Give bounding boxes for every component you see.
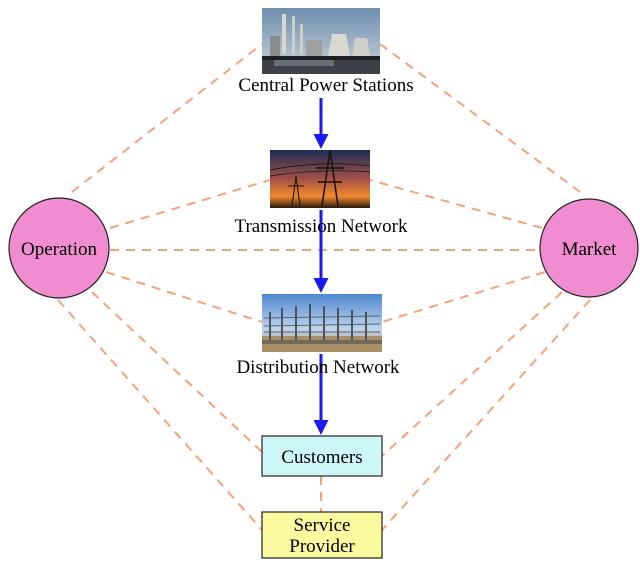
distribution-network-image xyxy=(262,294,382,352)
distribution-network-label: Distribution Network xyxy=(236,357,400,378)
market-node: Market xyxy=(539,198,639,298)
link-market-transmission xyxy=(369,179,543,229)
service-provider-label-line1: Service xyxy=(294,515,351,536)
link-operation-distribution xyxy=(105,271,263,323)
operation-label: Operation xyxy=(21,239,97,260)
service-provider-node: Service Provider xyxy=(261,511,383,559)
dashed-links xyxy=(57,43,591,531)
operation-node: Operation xyxy=(8,197,110,299)
link-operation-service xyxy=(57,299,263,531)
link-operation-customers xyxy=(91,291,263,453)
service-provider-label-line2: Provider xyxy=(289,536,355,557)
link-market-service xyxy=(381,299,591,531)
market-label: Market xyxy=(562,239,618,260)
link-operation-central xyxy=(71,43,263,193)
customers-node: Customers xyxy=(261,435,383,477)
transmission-network-label: Transmission Network xyxy=(235,216,408,237)
central-power-stations-image xyxy=(262,8,380,74)
link-market-distribution xyxy=(381,271,546,323)
link-market-central xyxy=(379,43,581,193)
link-operation-transmission xyxy=(109,179,271,229)
customers-label: Customers xyxy=(281,447,362,468)
central-power-stations-label: Central Power Stations xyxy=(238,75,413,96)
transmission-network-image xyxy=(269,149,371,208)
link-market-customers xyxy=(381,291,563,457)
